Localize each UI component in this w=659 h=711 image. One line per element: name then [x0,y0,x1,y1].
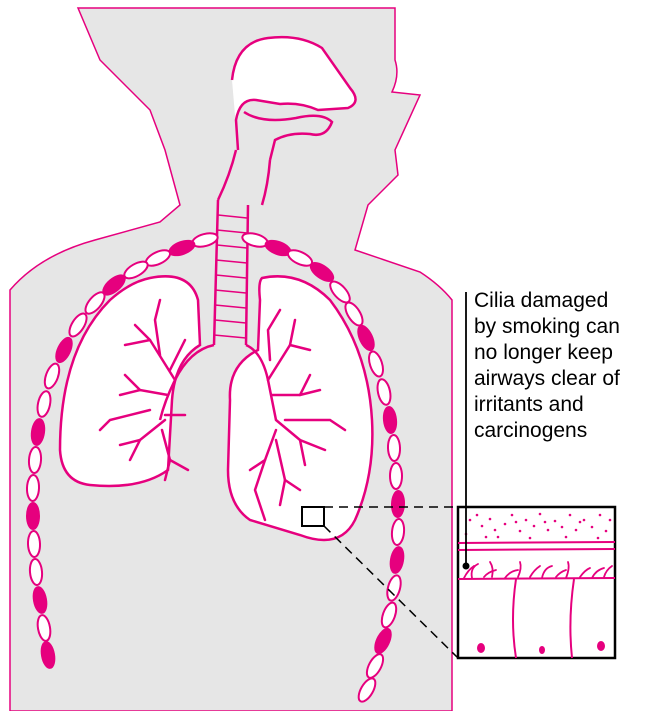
caption-line: by smoking can [474,314,659,340]
cilia-caption: Cilia damaged by smoking can no longer k… [474,288,659,444]
caption-line: irritants and [474,392,659,418]
cilia-inset [458,507,615,658]
caption-pointer-dot [463,563,470,570]
caption-line: no longer keep [474,340,659,366]
caption-line: carcinogens [474,418,659,444]
caption-line: Cilia damaged [474,288,659,314]
caption-line: airways clear of [474,366,659,392]
